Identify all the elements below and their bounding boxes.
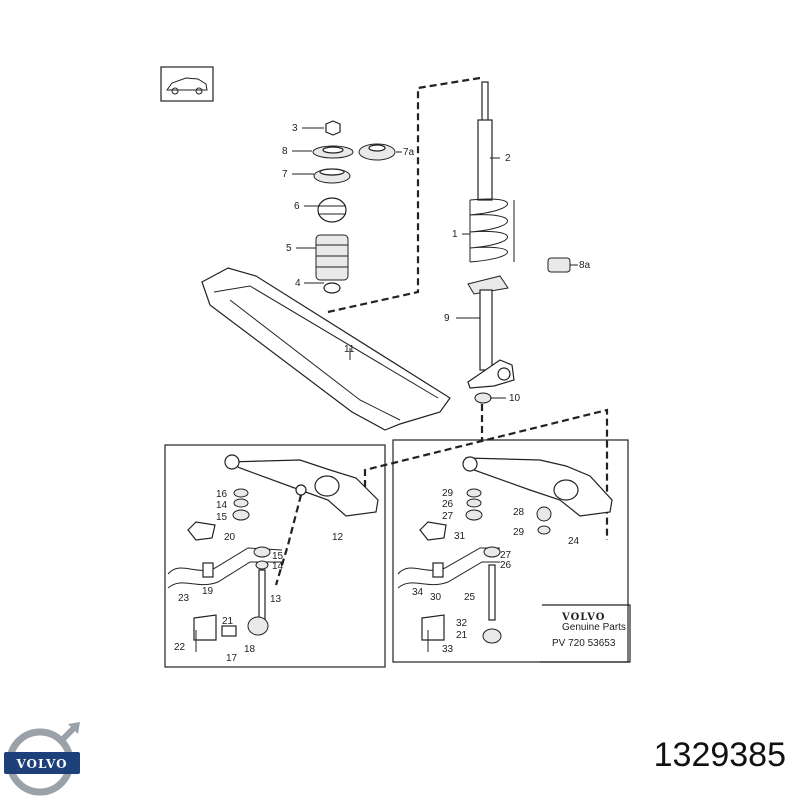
- label-12: 12: [332, 532, 344, 543]
- label-11: 11: [344, 344, 355, 355]
- label-7: 7: [282, 169, 288, 180]
- leader-lines: [292, 127, 578, 399]
- label-8a: 8a: [579, 260, 591, 271]
- label-1: 1: [452, 229, 458, 240]
- label-22: 22: [174, 642, 186, 653]
- label-26: 26: [442, 499, 454, 510]
- label-8: 8: [282, 146, 288, 157]
- label-16: 16: [216, 489, 228, 500]
- label-3: 3: [292, 123, 298, 134]
- label-2: 2: [505, 153, 511, 164]
- label-15: 15: [216, 512, 228, 523]
- label-20: 20: [224, 532, 236, 543]
- label-27: 27: [442, 511, 454, 522]
- label-9: 9: [444, 313, 450, 324]
- label-27b: 27: [500, 550, 512, 561]
- label-13: 13: [270, 594, 282, 605]
- label-7a: 7a: [403, 147, 415, 158]
- label-28: 28: [513, 507, 525, 518]
- right-detail-parts: [397, 456, 613, 652]
- car-thumbnail: [160, 66, 214, 102]
- label-32: 32: [456, 618, 468, 629]
- label-26b: 26: [500, 560, 512, 571]
- callout-labels: 3 8 7 6 5 4 7a 2 1 8a 9 10 11 16 14 15 2…: [174, 123, 591, 664]
- label-31: 31: [454, 531, 466, 542]
- label-14: 14: [216, 500, 228, 511]
- left-detail-parts: [167, 454, 379, 652]
- label-29: 29: [442, 488, 454, 499]
- label-24: 24: [568, 536, 580, 547]
- right-detail-frame: [392, 439, 629, 663]
- top-mount-stack: [312, 120, 396, 294]
- label-15b: 15: [272, 551, 284, 562]
- strut-assembly: [467, 81, 571, 404]
- part-number: 1329385: [653, 736, 786, 774]
- stamp-brand: VOLVO: [561, 612, 605, 623]
- label-18: 18: [244, 644, 256, 655]
- label-5: 5: [286, 243, 292, 254]
- label-14b: 14: [272, 561, 284, 572]
- label-17: 17: [226, 653, 238, 664]
- volvo-logo: VOLVO: [4, 722, 80, 796]
- label-23: 23: [178, 593, 190, 604]
- label-6: 6: [294, 201, 300, 212]
- left-detail-frame: [164, 444, 386, 668]
- label-21: 21: [222, 616, 234, 627]
- label-19: 19: [202, 586, 214, 597]
- genuine-parts-stamp: VOLVO Genuine Parts PV 720 53653: [540, 604, 631, 663]
- label-10: 10: [509, 393, 521, 404]
- label-4: 4: [295, 278, 301, 289]
- stamp-genuine: Genuine Parts: [562, 622, 626, 633]
- label-34: 34: [412, 587, 424, 598]
- volvo-logo-text: VOLVO: [15, 757, 67, 771]
- stamp-code: PV 720 53653: [552, 638, 616, 649]
- label-30: 30: [430, 592, 442, 603]
- label-21b: 21: [456, 630, 468, 641]
- label-25: 25: [464, 592, 476, 603]
- explode-lines-upper: [327, 76, 609, 540]
- label-33: 33: [442, 644, 454, 655]
- subframe: [201, 267, 451, 431]
- label-29b: 29: [513, 527, 525, 538]
